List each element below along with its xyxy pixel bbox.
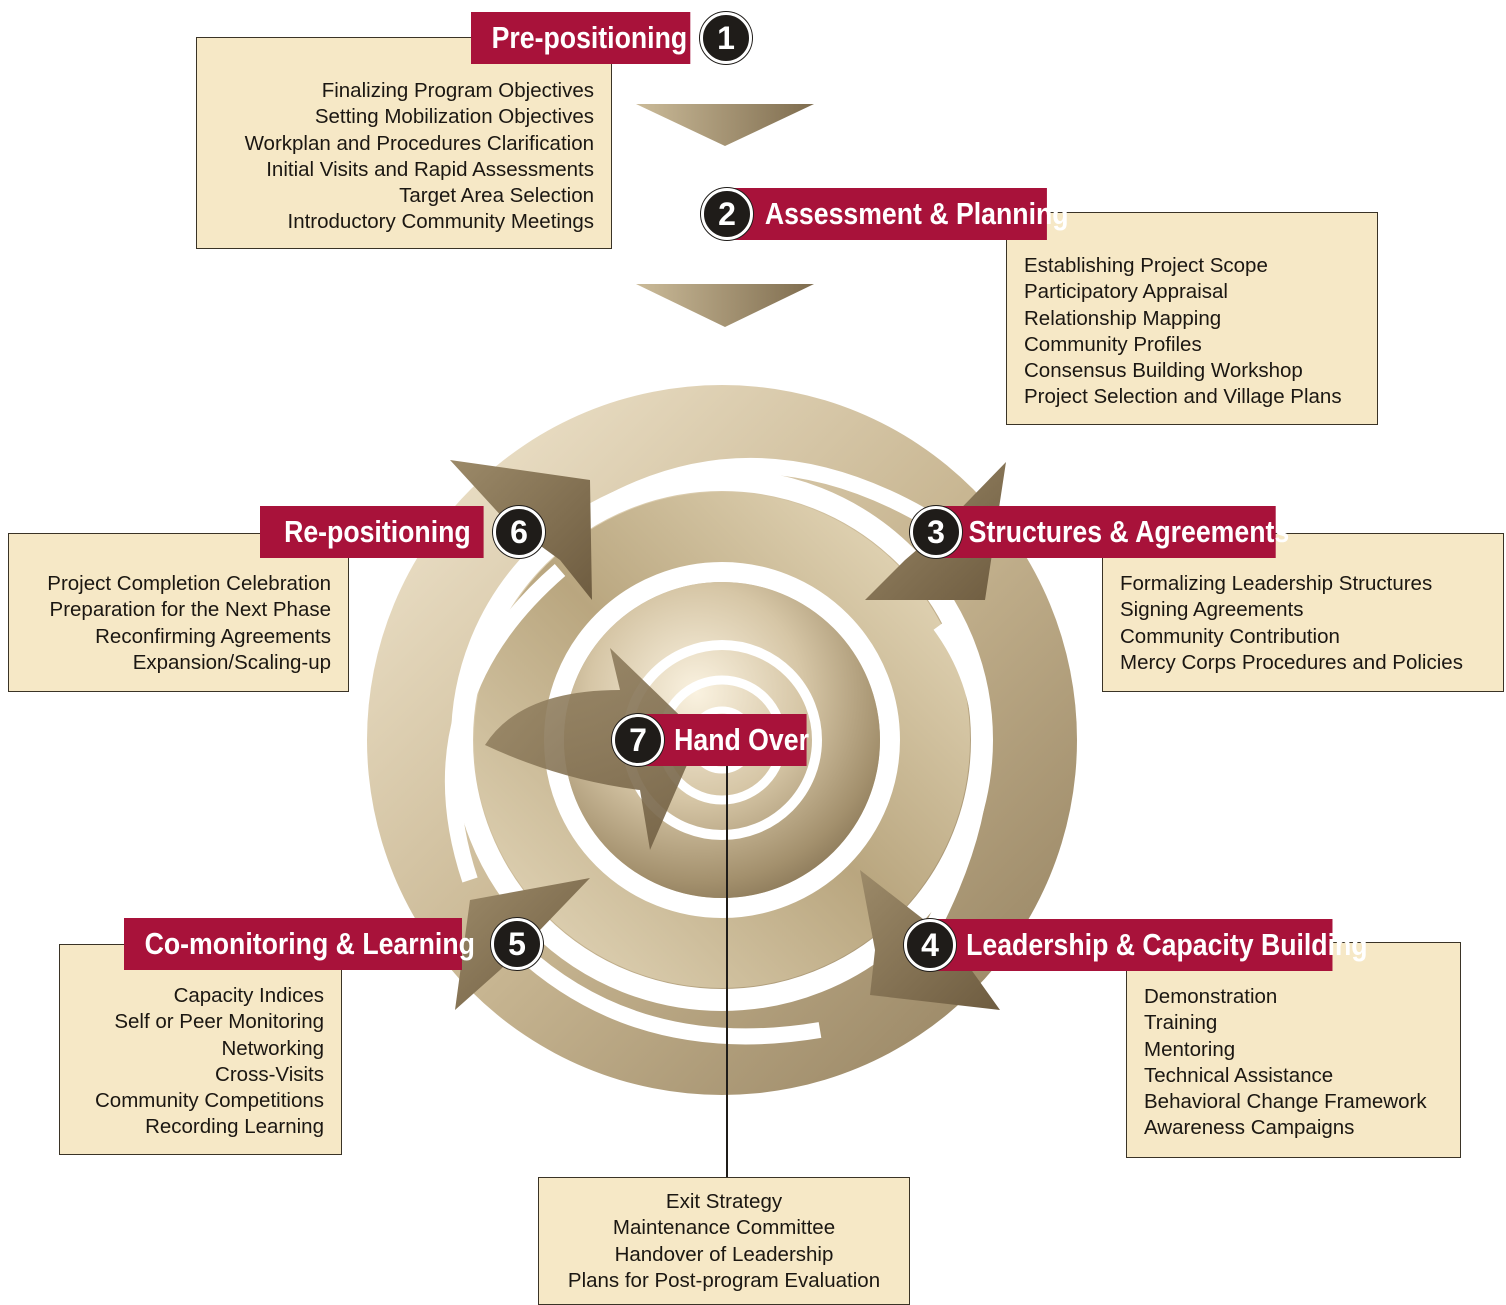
- stage-7-title-text: Hand Over: [674, 722, 809, 757]
- stage-3-item: Community Contribution: [1120, 624, 1340, 648]
- stage-5-item: Self or Peer Monitoring: [114, 1010, 324, 1034]
- stage-4-item: Demonstration: [1144, 985, 1278, 1008]
- stage-3-item: Signing Agreements: [1120, 598, 1304, 622]
- stage-6-item: Expansion/Scaling-up: [132, 650, 331, 674]
- down-chevron-2: [636, 284, 814, 327]
- stage-6-badge: 6: [493, 506, 545, 558]
- stage-1-item: Setting Mobilization Objectives: [314, 105, 594, 129]
- stage-4-badge: 4: [904, 919, 956, 971]
- stage-5-title-text: Co-monitoring & Learning: [144, 926, 475, 961]
- stage-6-item: Reconfirming Agreements: [95, 624, 331, 648]
- stage-4-item: Mentoring: [1144, 1037, 1236, 1061]
- stage-3-box: Formalizing Leadership Structures Signin…: [1102, 533, 1504, 692]
- stage-7-item: Plans for Post-program Evaluation: [567, 1268, 881, 1292]
- stage-4-item: Training: [1144, 1011, 1218, 1035]
- stage-1-item: Finalizing Program Objectives: [321, 79, 594, 102]
- stage-1-item: Initial Visits and Rapid Assessments: [266, 157, 594, 181]
- stage-3-item: Formalizing Leadership Structures: [1120, 572, 1433, 595]
- stage-2-item: Participatory Appraisal: [1024, 280, 1228, 304]
- stage-7-badge: 7: [612, 714, 664, 766]
- stage-5-item: Networking: [221, 1036, 324, 1060]
- down-chevron-1: [636, 104, 814, 146]
- stage-7-item: Handover of Leadership: [614, 1242, 834, 1266]
- stage-7-item: Exit Strategy: [665, 1190, 783, 1213]
- stage-1-title-text: Pre-positioning: [491, 20, 688, 55]
- stage-4-title-text: Leadership & Capacity Building: [966, 927, 1368, 962]
- stage-2-item: Establishing Project Scope: [1024, 254, 1268, 277]
- stage-5-item: Community Competitions: [95, 1089, 324, 1113]
- stage-3-item: Mercy Corps Procedures and Policies: [1120, 650, 1463, 674]
- stage-2-item: Consensus Building Workshop: [1024, 359, 1303, 383]
- stage-5-badge: 5: [491, 918, 543, 970]
- stage-2-item: Project Selection and Village Plans: [1024, 385, 1342, 409]
- stage-3-title: Structures & Agreements: [936, 506, 1289, 558]
- stage-7-box: Exit Strategy Maintenance Committee Hand…: [538, 1177, 910, 1305]
- stage-7-title: Hand Over: [638, 714, 809, 766]
- stage-1-badge: 1: [700, 12, 752, 64]
- stage-1-title: Pre-positioning: [471, 12, 691, 64]
- stage-5-title: Co-monitoring & Learning: [124, 918, 475, 970]
- stage-5-box: Capacity Indices Self or Peer Monitoring…: [59, 944, 342, 1155]
- stage-2-box: Establishing Project Scope Participatory…: [1006, 212, 1378, 425]
- inner-spiral-arrow: [485, 648, 700, 850]
- stage-1-item: Workplan and Procedures Clarification: [244, 131, 594, 155]
- stage-5-item: Cross-Visits: [215, 1062, 324, 1086]
- stage-5-item: Recording Learning: [145, 1115, 324, 1139]
- stage-4-item: Technical Assistance: [1144, 1063, 1334, 1087]
- stage-4-title: Leadership & Capacity Building: [930, 919, 1368, 971]
- stage-2-item: Relationship Mapping: [1024, 306, 1222, 330]
- stage-6-title-text: Re-positioning: [284, 514, 471, 549]
- arrow-head-top-right: [865, 462, 1006, 600]
- stage-6-box: Project Completion Celebration Preparati…: [8, 533, 349, 692]
- stage-1-box: Finalizing Program Objectives Setting Mo…: [196, 37, 612, 249]
- stage-1-item: Target Area Selection: [399, 184, 594, 208]
- stage-2-item: Community Profiles: [1024, 332, 1202, 356]
- stage-6-item: Project Completion Celebration: [47, 572, 331, 595]
- stage-3-title-text: Structures & Agreements: [968, 514, 1290, 549]
- stage-1-item: Introductory Community Meetings: [287, 210, 594, 234]
- stage-2-title: Assessment & Planning: [727, 188, 1069, 240]
- stage-6-item: Preparation for the Next Phase: [49, 598, 331, 622]
- stage-2-badge: 2: [701, 188, 753, 240]
- stage-4-item: Awareness Campaigns: [1144, 1116, 1355, 1140]
- stage-6-title: Re-positioning: [260, 506, 484, 558]
- stage-4-item: Behavioral Change Framework: [1144, 1090, 1427, 1114]
- stage-4-box: Demonstration Training Mentoring Technic…: [1126, 942, 1461, 1158]
- stage-3-badge: 3: [910, 506, 962, 558]
- stage-2-title-text: Assessment & Planning: [764, 196, 1069, 231]
- stage-5-item: Capacity Indices: [173, 984, 324, 1007]
- stage-7-item: Maintenance Committee: [612, 1216, 836, 1240]
